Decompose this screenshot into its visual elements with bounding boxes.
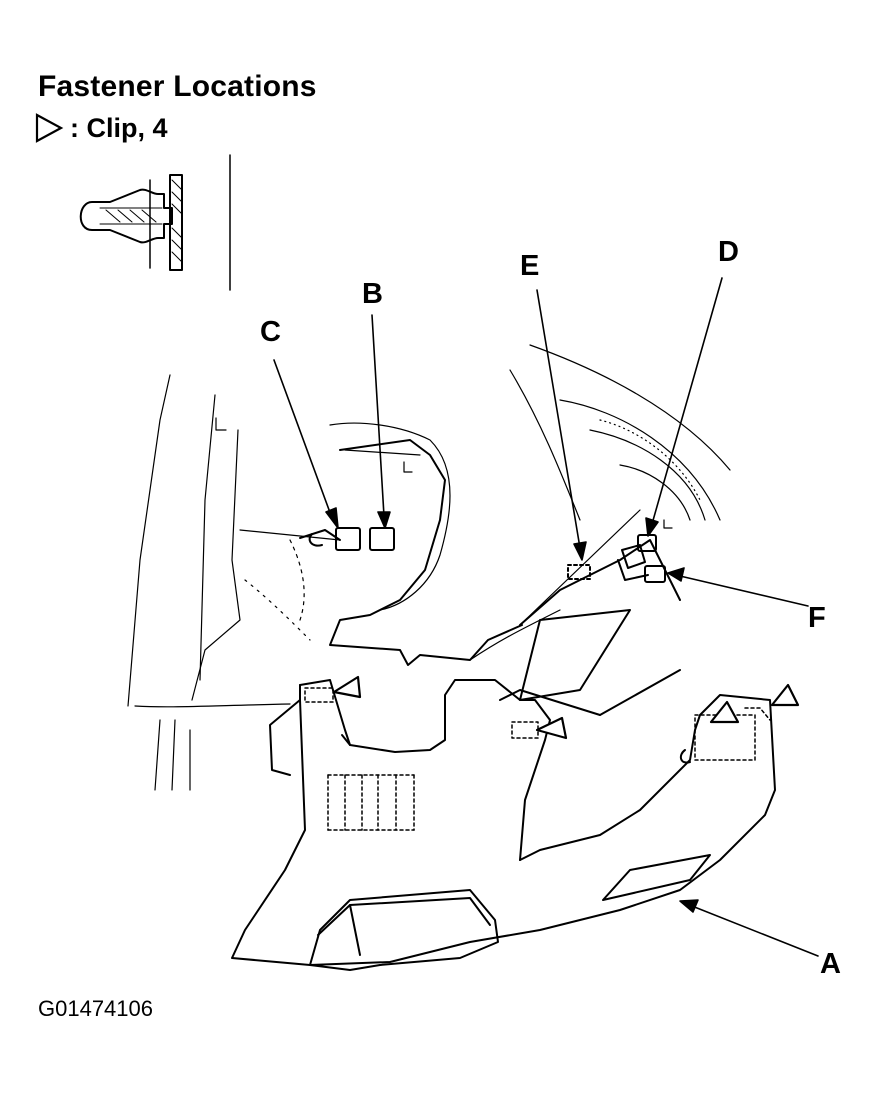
callout-e: E bbox=[520, 250, 540, 282]
clip-detail-illustration bbox=[79, 154, 231, 291]
callout-d: D bbox=[718, 236, 739, 268]
figure-id: G01474106 bbox=[38, 996, 153, 1021]
callout-c: C bbox=[260, 316, 281, 348]
leader-lines bbox=[273, 277, 819, 957]
background-structure bbox=[127, 344, 731, 791]
clip-markers bbox=[332, 675, 800, 740]
callout-a: A bbox=[820, 948, 841, 980]
triangle-icon bbox=[35, 113, 64, 143]
clip-triangle-icon bbox=[535, 716, 568, 740]
lower-cover-part-a bbox=[231, 679, 776, 971]
callout-f: F bbox=[808, 602, 826, 634]
clip-triangle-icon bbox=[332, 675, 362, 699]
clip-triangle-icon bbox=[770, 683, 800, 707]
right-bracket bbox=[499, 534, 681, 716]
legend-text: : Clip, 4 bbox=[70, 112, 168, 143]
upper-bracket bbox=[299, 439, 523, 666]
callout-b: B bbox=[362, 278, 383, 310]
legend: : Clip, 4 bbox=[34, 112, 168, 144]
page-title: Fastener Locations bbox=[38, 70, 317, 103]
clip-triangle-icon bbox=[709, 700, 740, 724]
